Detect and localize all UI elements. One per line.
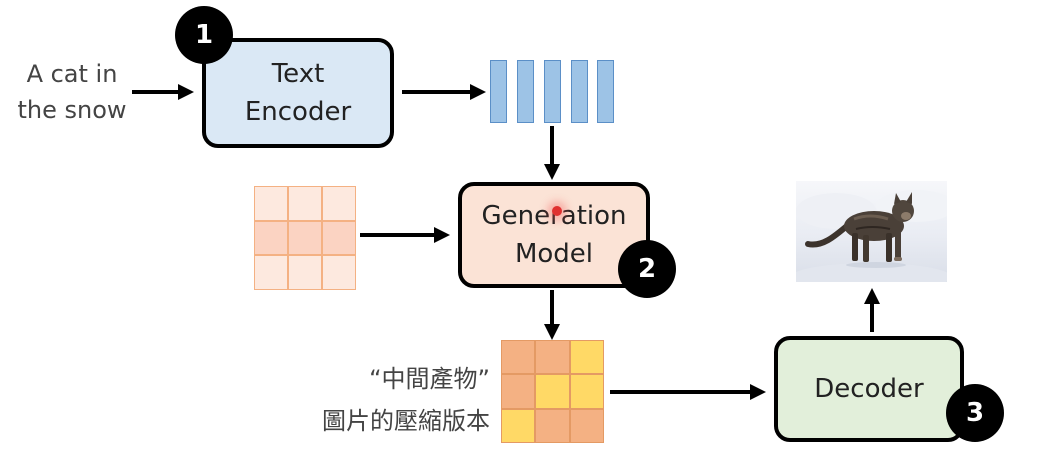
text-encoder-line1: Text bbox=[271, 59, 325, 89]
input-prompt-line2: the snow bbox=[17, 96, 127, 124]
arrow-prompt-to-encoder bbox=[132, 84, 194, 100]
generation-model-line2: Model bbox=[514, 239, 594, 269]
latent-cell bbox=[501, 340, 536, 375]
latent-grid bbox=[501, 340, 604, 443]
latent-cell bbox=[569, 374, 604, 409]
latent-caption: “中間產物” 圖片的壓縮版本 bbox=[270, 358, 490, 442]
noise-cell bbox=[322, 220, 356, 256]
noise-cell bbox=[254, 186, 288, 221]
noise-cell bbox=[254, 220, 288, 256]
step-badge-3: 3 bbox=[946, 384, 1004, 442]
noise-grid bbox=[254, 186, 356, 290]
embedding-token bbox=[517, 60, 534, 123]
input-prompt-line1: A cat in bbox=[26, 60, 118, 88]
arrow-latent-to-decoder bbox=[610, 384, 766, 400]
latent-cell bbox=[569, 408, 604, 443]
arrow-encoder-to-tokens bbox=[402, 84, 486, 100]
latent-cell bbox=[501, 408, 536, 443]
noise-cell bbox=[322, 186, 356, 221]
noise-cell bbox=[254, 255, 288, 290]
arrow-generation-to-latent bbox=[544, 290, 560, 340]
decoder-box: Decoder bbox=[774, 336, 964, 442]
noise-cell bbox=[322, 255, 356, 290]
arrow-decoder-to-image bbox=[864, 288, 880, 332]
step-badge-2: 2 bbox=[618, 240, 676, 298]
text-encoder-line2: Encoder bbox=[244, 97, 352, 127]
latent-cell bbox=[501, 374, 536, 409]
latent-cell bbox=[535, 408, 570, 443]
generation-model-line1: Generation bbox=[481, 201, 627, 231]
noise-cell bbox=[288, 255, 322, 290]
embedding-token bbox=[597, 60, 614, 123]
step-badge-1: 1 bbox=[175, 6, 233, 64]
embedding-token bbox=[490, 60, 507, 123]
latent-caption-line2: 圖片的壓縮版本 bbox=[322, 407, 490, 435]
latent-caption-line1: “中間產物” bbox=[369, 365, 490, 393]
embedding-token bbox=[544, 60, 561, 123]
arrow-tokens-to-generation bbox=[544, 126, 560, 180]
text-encoder-box: Text Encoder bbox=[202, 38, 394, 148]
output-image-cat-in-snow bbox=[796, 181, 947, 282]
decoder-label: Decoder bbox=[814, 374, 924, 404]
latent-cell bbox=[535, 340, 570, 375]
arrow-noise-to-generation bbox=[360, 227, 450, 243]
latent-cell bbox=[569, 340, 604, 375]
embedding-token bbox=[571, 60, 588, 123]
latent-cell bbox=[535, 374, 570, 409]
input-prompt: A cat in the snow bbox=[12, 56, 132, 128]
pointer-dot bbox=[552, 206, 562, 216]
noise-cell bbox=[288, 186, 322, 221]
noise-cell bbox=[288, 220, 322, 256]
